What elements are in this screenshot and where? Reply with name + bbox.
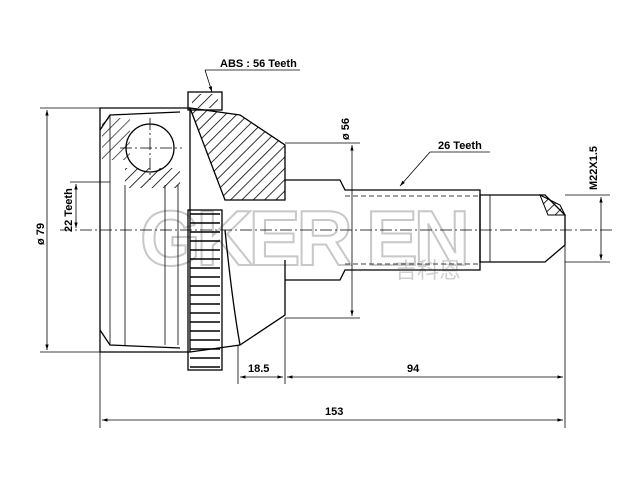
abs-ring (187, 91, 223, 371)
collar-dimension: 18.5 (248, 363, 269, 375)
outer-diameter-label: ø 79 (35, 223, 47, 245)
abs-teeth-label: ABS : 56 Teeth (220, 58, 297, 70)
total-length-dimension: 153 (325, 406, 343, 418)
shaft-teeth-label: 26 Teeth (438, 140, 482, 152)
inner-teeth-label: 22 Teeth (63, 188, 75, 232)
thread-label: M22X1.5 (588, 146, 600, 190)
shaft-diameter-label: ø 56 (340, 118, 352, 140)
dimensions: ø 79 22 Teeth ø 56 M22X1.5 ABS : 56 Teet… (35, 58, 610, 428)
svg-text:吉科恩: 吉科恩 (395, 259, 461, 284)
shaft-dimension: 94 (407, 363, 420, 375)
